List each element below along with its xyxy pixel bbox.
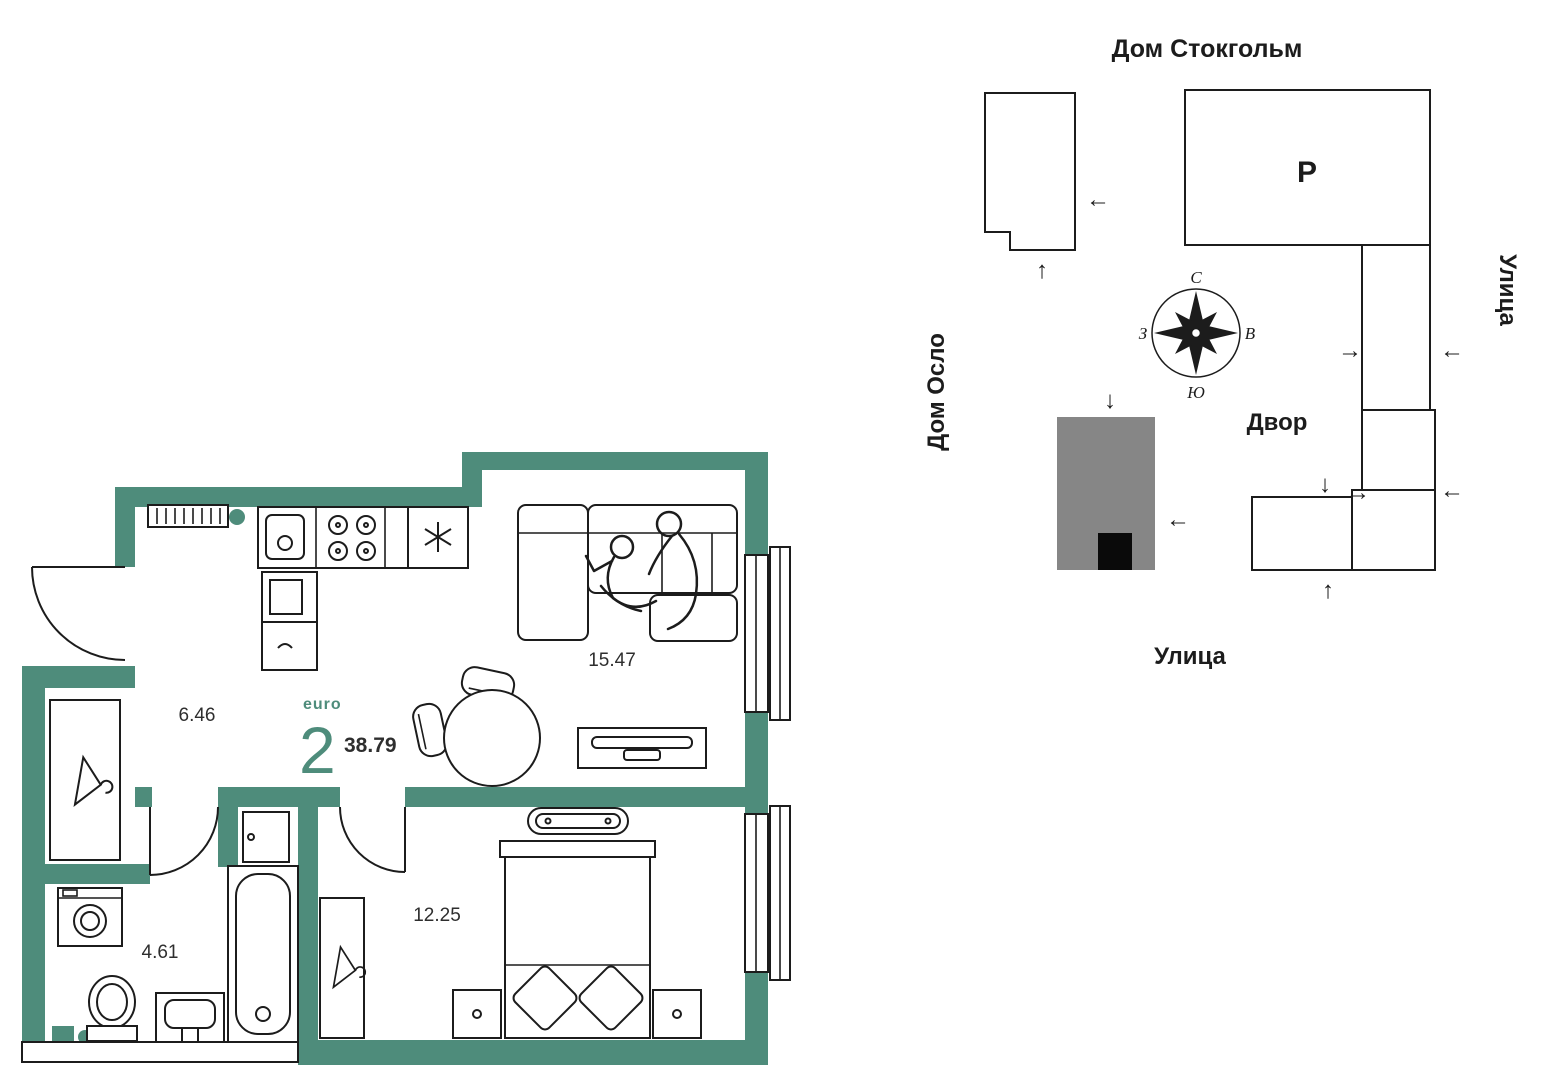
bathroom-sink xyxy=(155,992,225,1043)
sofa xyxy=(517,504,738,642)
tv-stand xyxy=(577,727,707,769)
bath-cabinet xyxy=(242,811,290,863)
washing-machine xyxy=(57,887,123,947)
entrance-arrow-icon: ← xyxy=(1166,506,1190,533)
fridge xyxy=(407,506,469,569)
building-wing-upper xyxy=(1361,244,1431,411)
dining-set xyxy=(412,666,541,787)
snowflake-icon xyxy=(424,522,452,552)
entrance-arrow-icon: ← xyxy=(1440,337,1464,364)
entrance-arrow-icon: → xyxy=(1338,337,1362,364)
compass-east: В xyxy=(1245,324,1256,343)
unit-info: euro 2 38.79 xyxy=(299,696,397,787)
bedroom-door xyxy=(339,806,406,873)
kitchen-sink xyxy=(265,514,305,560)
entrance-arrow-icon: ↑ xyxy=(1036,257,1048,284)
unit-rooms-count: 2 xyxy=(299,713,336,787)
unit-type-label: euro xyxy=(303,696,342,713)
courtyard-label: Двор xyxy=(1247,409,1308,436)
bed xyxy=(499,840,656,1039)
bedroom-dresser xyxy=(527,807,629,835)
windows xyxy=(744,546,791,981)
entrance-arrow-icon: ← xyxy=(1086,186,1110,213)
kitchen-furniture xyxy=(257,506,469,671)
current-section-marker xyxy=(1098,533,1132,570)
kitchen-cabinets xyxy=(261,571,318,671)
bottom-ledge xyxy=(21,1041,299,1063)
bedroom-wardrobe xyxy=(319,897,367,1039)
bedroom-furniture xyxy=(319,807,702,1039)
toilet xyxy=(86,975,138,1042)
building-label-left: Дом Осло xyxy=(923,333,950,451)
window-living xyxy=(744,546,791,721)
hanger-icon xyxy=(332,944,367,990)
floorplan: 6.46 15.47 4.61 12.25 euro 2 38.79 xyxy=(21,452,791,1065)
nightstand-right xyxy=(652,989,702,1039)
siteplan: Дом Стокгольм Р С Ю З В Двор Улица Улица xyxy=(923,35,1521,670)
building-wing-bottom-right xyxy=(1351,489,1436,571)
hall-wardrobe xyxy=(49,699,121,861)
siteplan-title: Дом Стокгольм xyxy=(1112,35,1303,63)
entrance-arrow-icon: ← xyxy=(1440,477,1464,504)
window-bedroom xyxy=(744,805,791,981)
bathtub xyxy=(227,865,299,1043)
bathroom-door xyxy=(149,806,219,876)
people-on-sofa xyxy=(584,510,699,631)
current-building xyxy=(1057,417,1155,570)
hallway-area-label: 6.46 xyxy=(179,705,216,726)
compass-south: Ю xyxy=(1186,383,1205,402)
living-furniture xyxy=(412,504,738,787)
coat-hook-dot xyxy=(229,509,245,525)
parking-label: Р xyxy=(1297,156,1317,189)
bathroom-furniture xyxy=(57,811,299,1043)
entry-door xyxy=(31,566,126,661)
entrance-arrow-icon: ↓ xyxy=(1104,387,1116,414)
nightstand-left xyxy=(452,989,502,1039)
bedroom-area-label: 12.25 xyxy=(413,905,461,926)
entrance-arrow-icon: ↓ xyxy=(1319,471,1331,498)
hallway-furniture xyxy=(49,504,229,861)
bathroom-area-label: 4.61 xyxy=(142,942,179,963)
street-label-bottom: Улица xyxy=(1154,643,1226,670)
stove-icon xyxy=(328,515,376,561)
compass-center-dot xyxy=(1190,327,1202,339)
doors xyxy=(31,566,406,876)
compass-west: З xyxy=(1139,324,1148,343)
building-wing-bottom-left xyxy=(1251,496,1353,571)
compass: С Ю З В xyxy=(1139,268,1256,402)
hanger-icon xyxy=(73,754,114,807)
kitchen-living-area-label: 15.47 xyxy=(588,650,636,671)
building-outline-small xyxy=(984,92,1076,251)
dining-table xyxy=(443,689,541,787)
kitchen-counter xyxy=(257,506,409,569)
entrance-arrow-icon: ↑ xyxy=(1322,577,1334,604)
unit-total-area: 38.79 xyxy=(344,734,397,757)
parking-building xyxy=(1184,89,1431,246)
compass-north: С xyxy=(1190,268,1202,287)
entrance-arrows: ← ↑ → ← ↓ ← ↓ → ← ↑ xyxy=(1036,186,1464,604)
entrance-arrow-icon: → xyxy=(1346,479,1370,506)
coat-rack xyxy=(147,504,229,528)
street-label-right: Улица xyxy=(1494,254,1521,326)
building-wing-middle xyxy=(1361,409,1436,491)
walls xyxy=(22,452,768,1065)
